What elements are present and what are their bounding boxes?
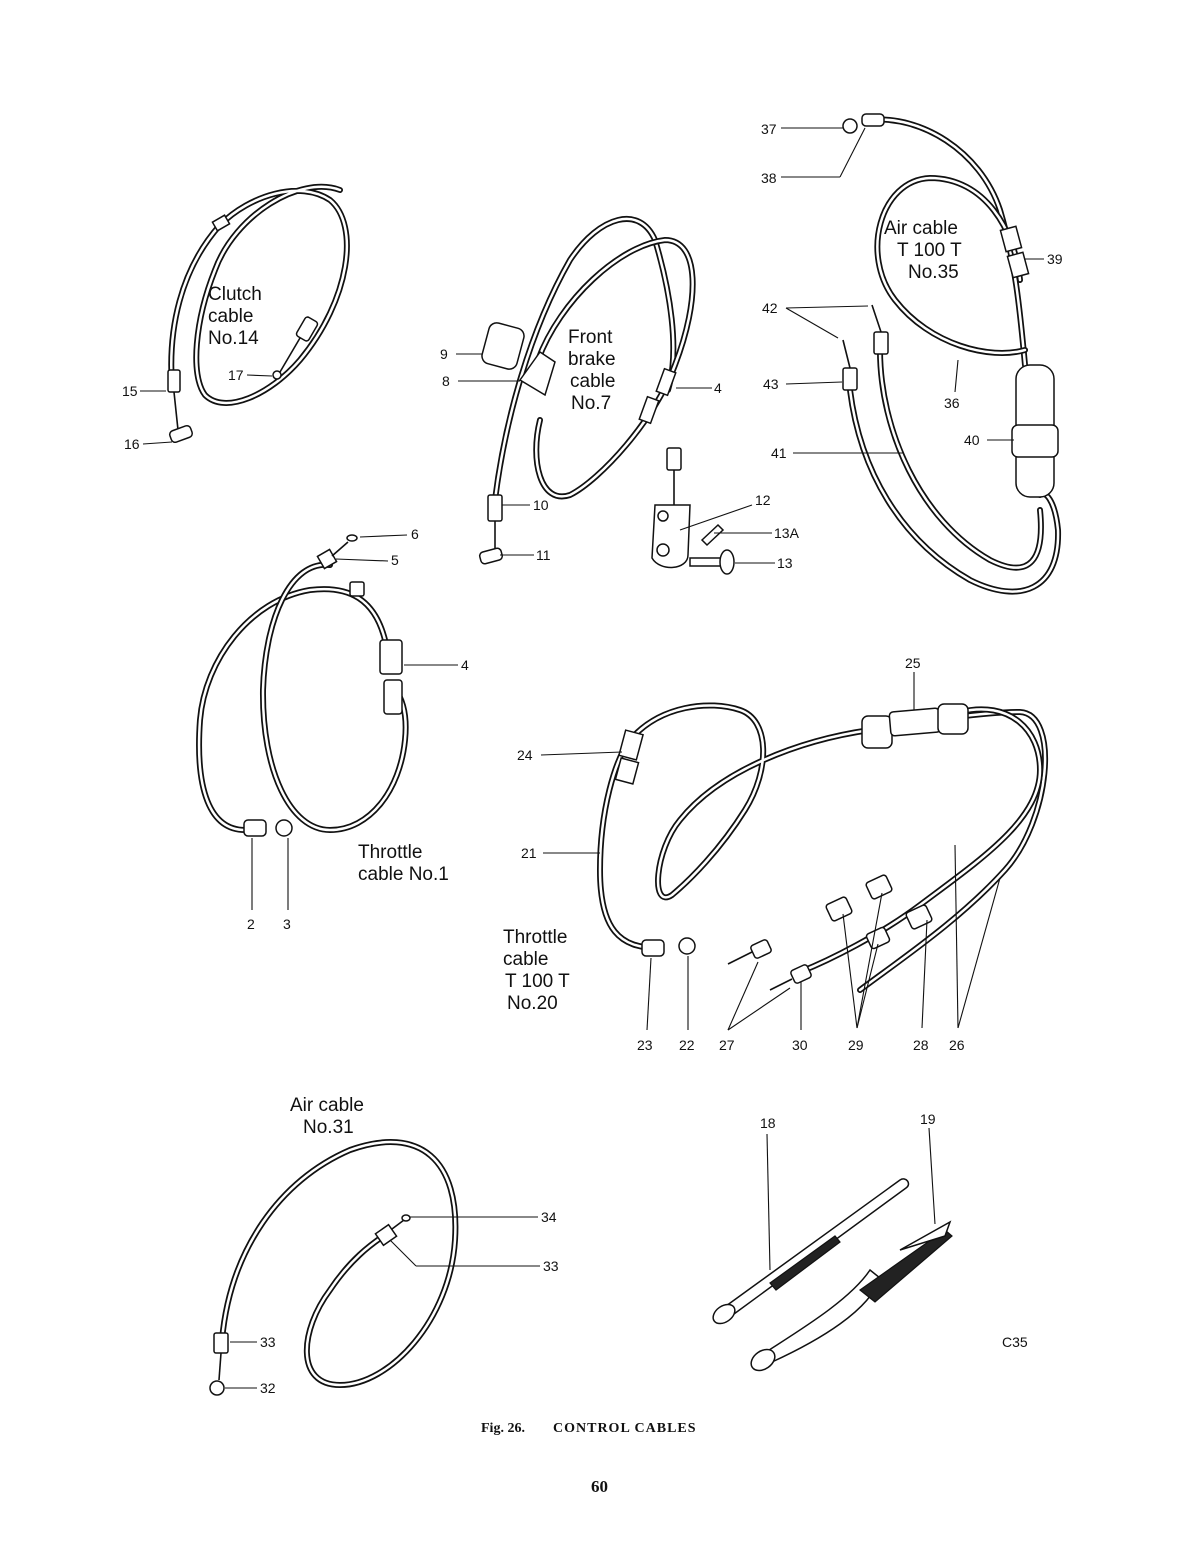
callout-33-upper: 33: [543, 1258, 559, 1274]
callout-43: 43: [763, 376, 779, 392]
callout-15: 15: [122, 383, 138, 399]
throttle-cable-1-drawing: [196, 534, 409, 837]
callout-38: 38: [761, 170, 777, 186]
air-cable-31-drawing: [209, 1139, 459, 1396]
callout-13: 13: [777, 555, 793, 571]
throttle-1-title-line-1: Throttle: [358, 842, 422, 863]
clutch-title-line-1: Clutch: [208, 284, 262, 305]
callout-6: 6: [411, 526, 419, 542]
callout-9: 9: [440, 346, 448, 362]
air-t100t-title-line-2: T 100 T: [897, 240, 962, 261]
clutch-cable-drawing: [167, 183, 350, 444]
clutch-title-line-2: cable: [208, 306, 253, 327]
callout-40: 40: [964, 432, 980, 448]
callout-37: 37: [761, 121, 777, 137]
air-t100t-title-line-1: Air cable: [884, 218, 958, 239]
callout-17: 17: [228, 367, 244, 383]
air-cable-t100t-title: Air cable T 100 T No.35: [884, 218, 962, 283]
callout-10: 10: [533, 497, 549, 513]
callout-27: 27: [719, 1037, 735, 1053]
callout-36: 36: [944, 395, 960, 411]
callout-11: 11: [536, 547, 551, 563]
front-brake-cable-title: Front brake cable No.7: [568, 327, 616, 414]
throttle-cable-1-title: Throttle cable No.1: [358, 842, 449, 885]
callout-25: 25: [905, 655, 921, 671]
throttle-t100t-title-line-4: No.20: [507, 993, 558, 1014]
callout-12: 12: [755, 492, 771, 508]
callout-18: 18: [760, 1115, 776, 1131]
clutch-title-line-3: No.14: [208, 328, 259, 349]
callout-5: 5: [391, 552, 399, 568]
callout-24: 24: [517, 747, 533, 763]
throttle-t100t-title-line-2: cable: [503, 949, 548, 970]
front-brake-cable-drawing: [478, 215, 735, 575]
callout-22: 22: [679, 1037, 695, 1053]
callout-3: 3: [283, 916, 291, 932]
air-cable-t100t-drawing: [842, 113, 1062, 595]
page-number: 60: [591, 1477, 608, 1496]
callout-19: 19: [920, 1111, 936, 1127]
callout-16: 16: [124, 436, 140, 452]
air-31-callouts: 34 33 33 32: [225, 1209, 559, 1396]
callout-28: 28: [913, 1037, 929, 1053]
air-31-title-line-1: Air cable: [290, 1095, 364, 1116]
front-brake-title-line-3: cable: [570, 371, 615, 392]
callout-13A: 13A: [774, 525, 800, 541]
callout-21: 21: [521, 845, 537, 861]
air-31-title-line-2: No.31: [303, 1117, 354, 1138]
callout-32: 32: [260, 1380, 276, 1396]
throttle-1-callouts: 6 5 4 2 3: [247, 526, 469, 932]
tools-callouts: 18 19: [760, 1111, 936, 1271]
callout-2: 2: [247, 916, 255, 932]
throttle-cable-t100t-title: Throttle cable T 100 T No.20: [503, 927, 570, 1014]
callout-41: 41: [771, 445, 787, 461]
callout-4-brake: 4: [714, 380, 722, 396]
throttle-t100t-callouts: 25 24 21 23 22 27 30 29 28 26: [517, 655, 1001, 1053]
front-brake-title-line-1: Front: [568, 327, 613, 348]
front-brake-title-line-2: brake: [568, 349, 616, 370]
drawing-code: C35: [1002, 1334, 1028, 1350]
callout-39: 39: [1047, 251, 1063, 267]
figure-label: Fig. 26.: [481, 1421, 525, 1436]
air-t100t-title-line-3: No.35: [908, 262, 959, 283]
figure-caption: CONTROL CABLES: [553, 1421, 697, 1436]
throttle-t100t-title-line-1: Throttle: [503, 927, 567, 948]
tools-drawing: [712, 1178, 953, 1372]
throttle-t100t-title-line-3: T 100 T: [505, 971, 570, 992]
callout-4-throttle: 4: [461, 657, 469, 673]
air-t100t-callouts: 37 38 39 42 43 36 40 41: [761, 121, 1063, 461]
callout-23: 23: [637, 1037, 653, 1053]
callout-26: 26: [949, 1037, 965, 1053]
front-brake-callouts: 9 8 4 10 11 12 13A 13: [440, 346, 800, 571]
throttle-1-title-line-2: cable No.1: [358, 864, 449, 885]
callout-30: 30: [792, 1037, 808, 1053]
front-brake-title-line-4: No.7: [571, 393, 611, 414]
callout-42: 42: [762, 300, 778, 316]
air-cable-31-title: Air cable No.31: [290, 1095, 364, 1138]
callout-34: 34: [541, 1209, 557, 1225]
callout-33-lower: 33: [260, 1334, 276, 1350]
clutch-cable-title: Clutch cable No.14: [208, 284, 262, 349]
callout-29: 29: [848, 1037, 864, 1053]
callout-8: 8: [442, 373, 450, 389]
clutch-callouts: 15 16 17: [122, 367, 273, 452]
throttle-cable-t100t-drawing: [596, 702, 1048, 993]
